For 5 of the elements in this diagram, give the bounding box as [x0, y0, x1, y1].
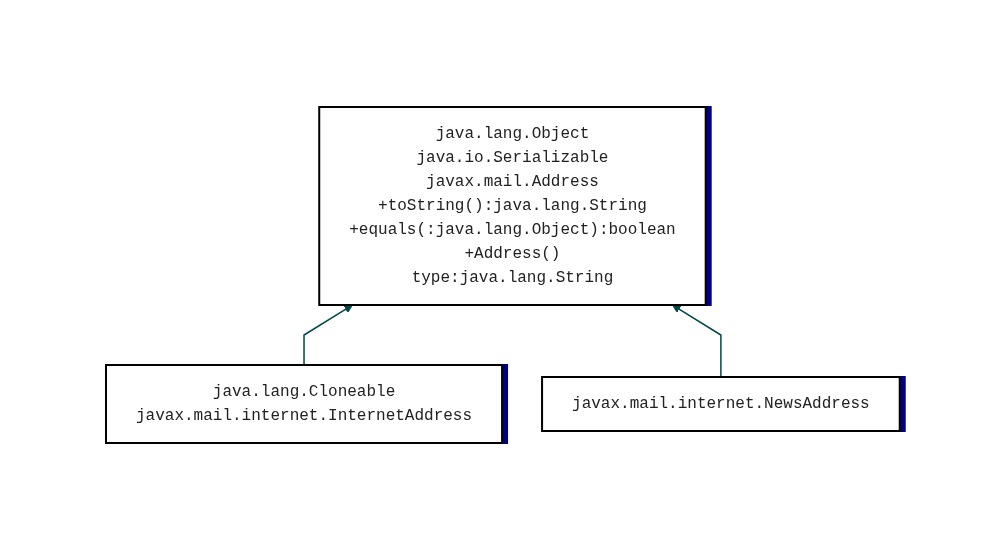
- arrow: [302, 304, 353, 366]
- node-box: javax.mail.internet.NewsAddress: [540, 376, 901, 432]
- arrow: [671, 304, 722, 378]
- node-box: java.lang.Cloneable javax.mail.internet.InternetAddress: [104, 364, 503, 444]
- node-box: java.lang.Object java.io.Serializable javax.mail.Address +toString():java.lang.String +equals(:java.lang.Object):boolean +Address() type:java.lang.String: [317, 106, 707, 306]
